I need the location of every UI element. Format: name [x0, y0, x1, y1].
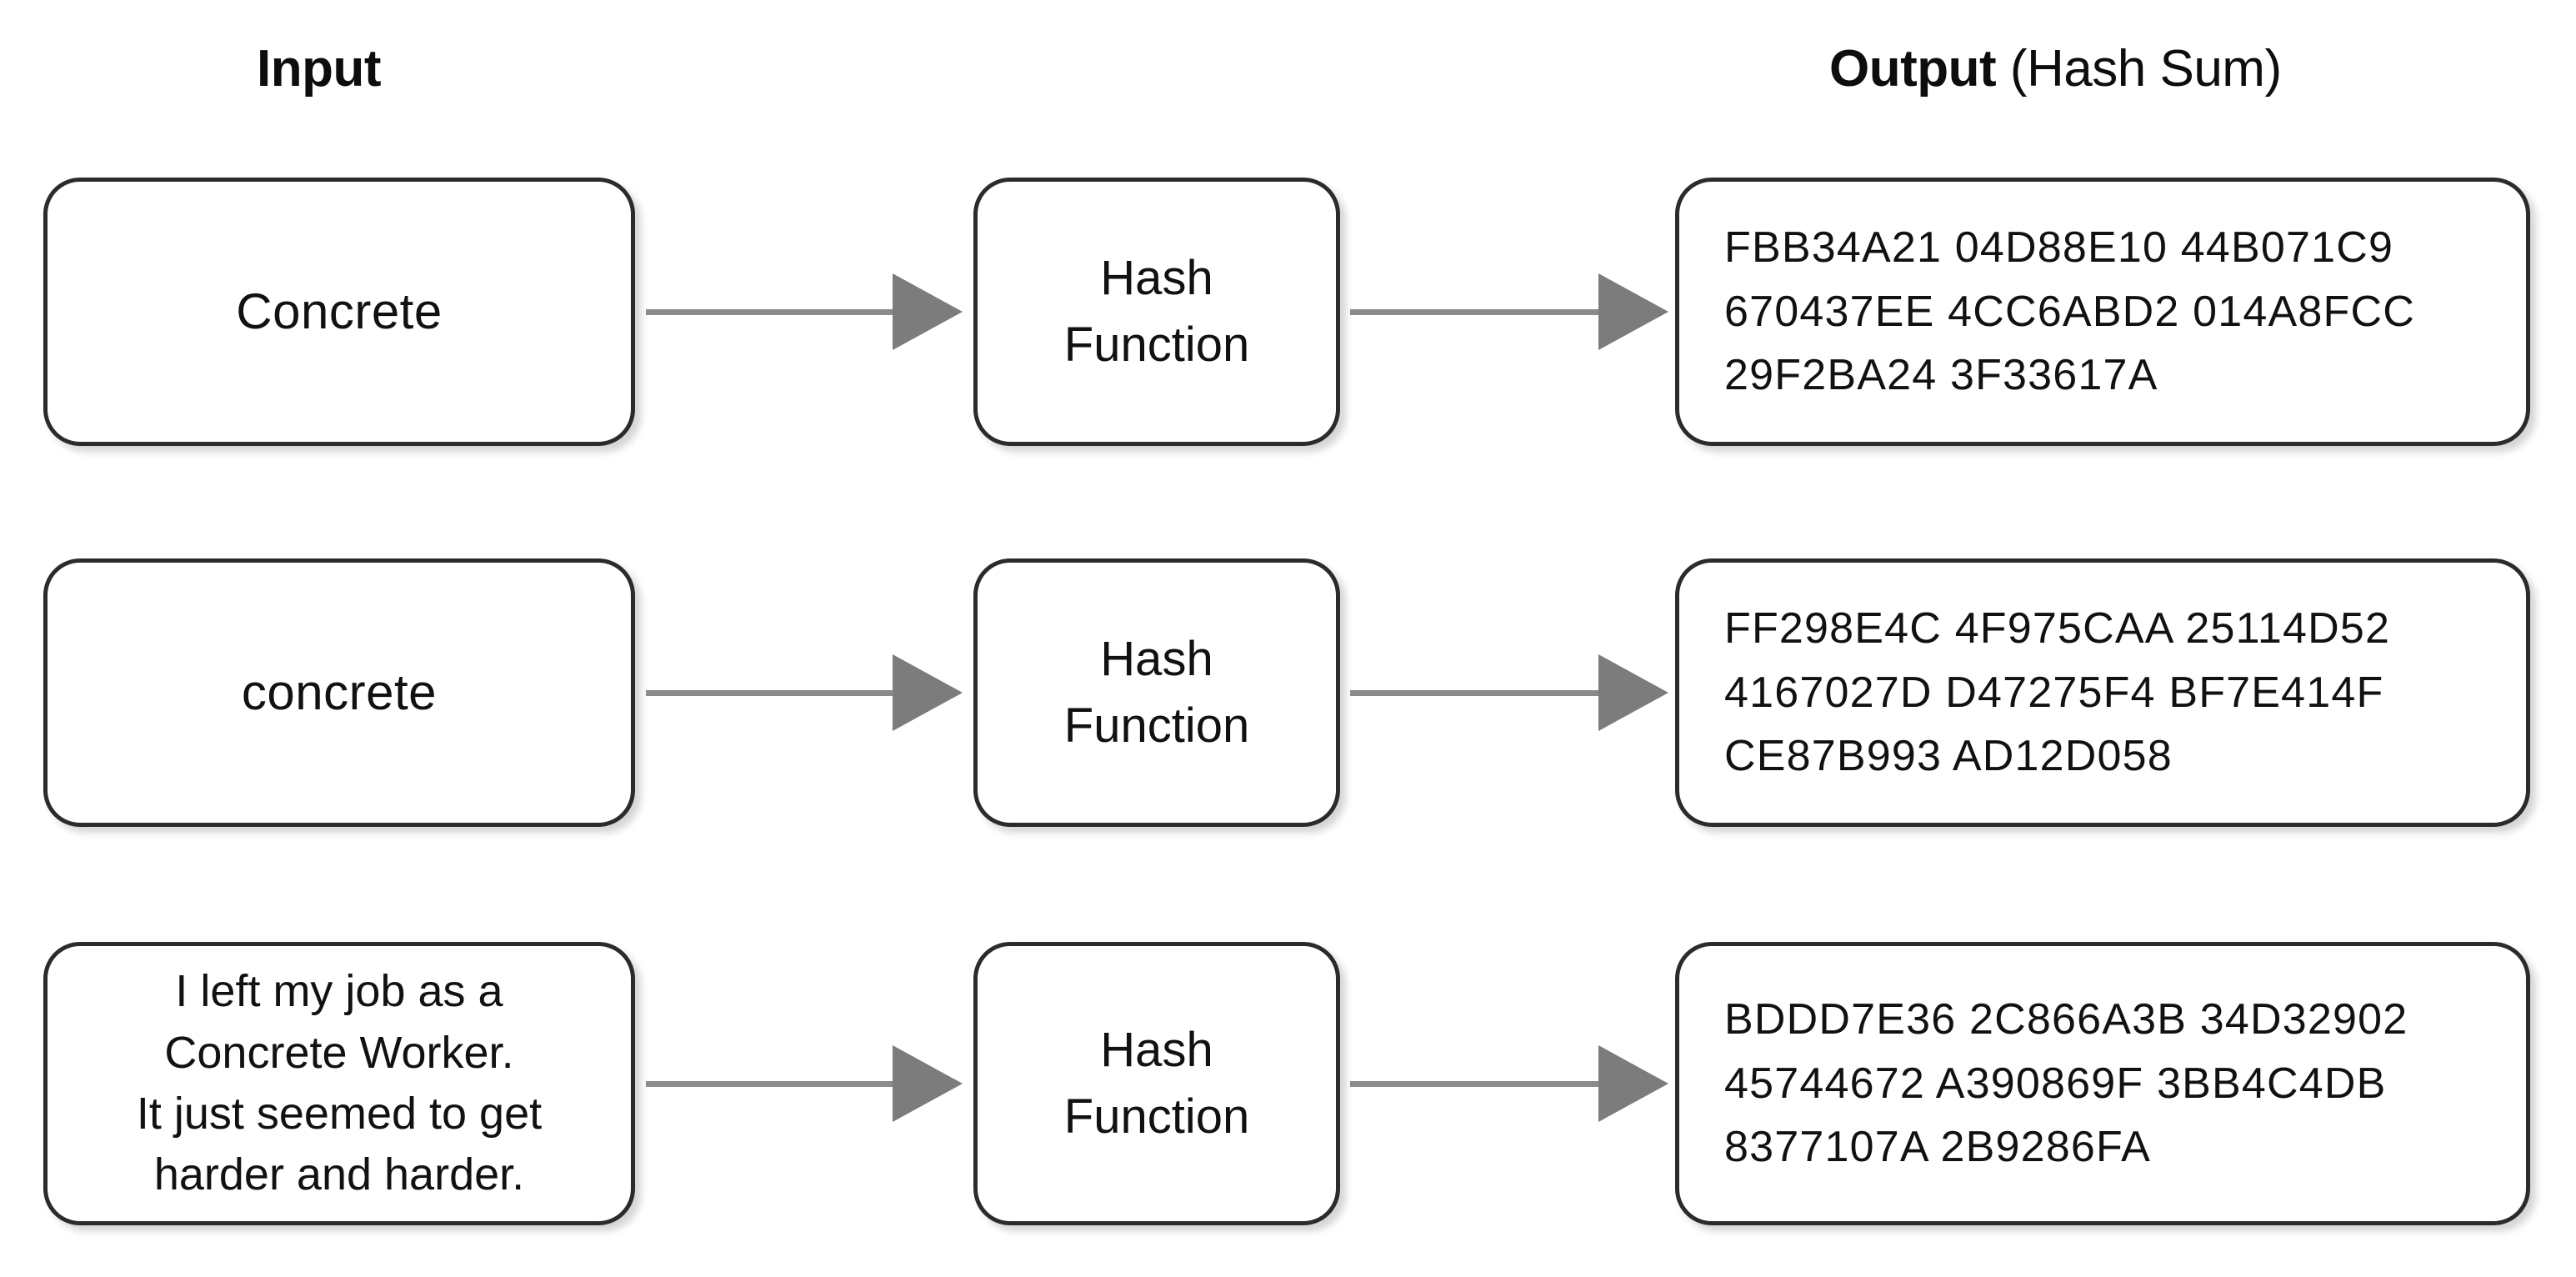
- arrow-shaft: [646, 1081, 896, 1087]
- output-hash-text: FBB34A21 04D88E10 44B071C9 670437EE 4CC6A…: [1679, 216, 2526, 408]
- column-header-input-strong: Input: [257, 40, 382, 98]
- arrow-shaft: [1350, 690, 1600, 696]
- text-line: Concrete: [236, 283, 443, 339]
- text-line: harder and harder.: [153, 1149, 525, 1200]
- output-hash-text: BDDD7E36 2C866A3B 34D32902 45744672 A3908…: [1679, 988, 2526, 1180]
- arrow-function-to-output: [1350, 654, 1668, 731]
- input-box: Concrete: [43, 178, 635, 446]
- text-line: 8377107A 2B9286FA: [1724, 1123, 2151, 1172]
- arrow-shaft: [1350, 309, 1600, 315]
- arrow-head-icon: [1598, 654, 1668, 731]
- text-line: Function: [1063, 1089, 1250, 1144]
- arrow-input-to-function: [646, 654, 963, 731]
- text-line: Hash: [1100, 1022, 1213, 1077]
- text-line: Concrete Worker.: [164, 1027, 514, 1078]
- output-hash-box: FBB34A21 04D88E10 44B071C9 670437EE 4CC6A…: [1675, 178, 2530, 446]
- arrow-input-to-function: [646, 273, 963, 350]
- input-text: I left my job as a Concrete Worker. It jus…: [48, 961, 631, 1206]
- input-text: Concrete: [48, 287, 631, 337]
- column-header-output-light: (Hash Sum): [1996, 40, 2282, 98]
- text-line: FF298E4C 4F975CAA 25114D52: [1724, 603, 2391, 653]
- text-line: It just seemed to get: [136, 1089, 543, 1139]
- text-line: 29F2BA24 3F33617A: [1724, 351, 2158, 400]
- arrow-shaft: [646, 690, 896, 696]
- arrow-function-to-output: [1350, 273, 1668, 350]
- text-line: BDDD7E36 2C866A3B 34D32902: [1724, 994, 2408, 1044]
- arrow-head-icon: [1598, 1045, 1668, 1122]
- text-line: CE87B993 AD12D058: [1724, 732, 2173, 781]
- text-line: Function: [1063, 318, 1250, 372]
- output-hash-box: BDDD7E36 2C866A3B 34D32902 45744672 A3908…: [1675, 942, 2530, 1225]
- text-line: FBB34A21 04D88E10 44B071C9: [1724, 223, 2394, 272]
- text-line: concrete: [241, 664, 438, 720]
- arrow-function-to-output: [1350, 1045, 1668, 1122]
- arrow-shaft: [646, 309, 896, 315]
- column-header-output-strong: Output: [1829, 40, 1997, 98]
- text-line: 670437EE 4CC6ABD2 014A8FCC: [1724, 287, 2415, 336]
- arrow-head-icon: [1598, 273, 1668, 350]
- input-text: concrete: [48, 668, 631, 718]
- text-line: I left my job as a: [175, 966, 503, 1017]
- text-line: 45744672 A390869F 3BB4C4DB: [1724, 1059, 2387, 1108]
- input-box: I left my job as a Concrete Worker. It jus…: [43, 942, 635, 1225]
- arrow-head-icon: [893, 1045, 963, 1122]
- input-box: concrete: [43, 558, 635, 827]
- output-hash-text: FF298E4C 4F975CAA 25114D52 4167027D D4727…: [1679, 597, 2526, 789]
- column-header-output: Output (Hash Sum): [1829, 43, 2282, 95]
- text-line: Hash: [1100, 631, 1213, 686]
- arrow-head-icon: [893, 654, 963, 731]
- text-line: 4167027D D47275F4 BF7E414F: [1724, 668, 2384, 717]
- column-header-input: Input: [257, 40, 382, 98]
- text-line: Function: [1063, 699, 1250, 753]
- output-hash-box: FF298E4C 4F975CAA 25114D52 4167027D D4727…: [1675, 558, 2530, 827]
- arrow-head-icon: [893, 273, 963, 350]
- text-line: Hash: [1100, 250, 1213, 305]
- arrow-shaft: [1350, 1081, 1600, 1087]
- arrow-input-to-function: [646, 1045, 963, 1122]
